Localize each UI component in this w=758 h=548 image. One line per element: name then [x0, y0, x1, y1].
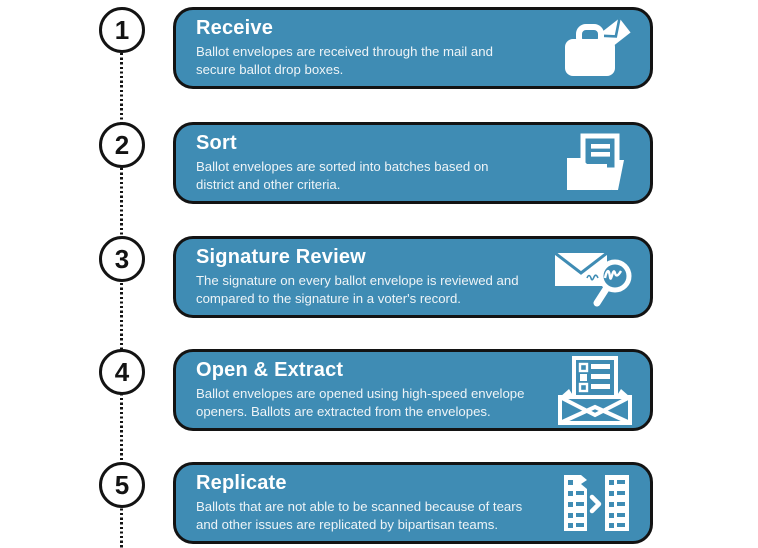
step-description: The signature on every ballot envelope i… — [196, 273, 519, 306]
step-description: Ballot envelopes are received through th… — [196, 44, 493, 77]
step-card-sort: Sort Ballot envelopes are sorted into ba… — [173, 122, 653, 204]
step-row-replicate: 5 Replicate Ballots that are not able to… — [99, 462, 653, 544]
duplicate-ballots-icon — [548, 472, 650, 534]
step-number: 2 — [114, 129, 130, 160]
open-envelope-ballot-icon — [548, 355, 650, 425]
step-row-signature-review: 3 Signature Review The signature on ever… — [99, 236, 653, 318]
step-description: Ballots that are not able to be scanned … — [196, 499, 523, 532]
step-number: 4 — [114, 356, 130, 387]
step-title: Signature Review — [196, 246, 366, 269]
step-row-open-extract: 4 Open & Extract Ballot envelopes are op… — [99, 349, 653, 431]
step-row-sort: 2 Sort Ballot envelopes are sorted into … — [99, 122, 653, 204]
folder-icon — [548, 132, 650, 194]
step-card-replicate: Replicate Ballots that are not able to b… — [173, 462, 653, 544]
mail-bag-icon — [548, 17, 650, 79]
step-number-badge: 5 — [99, 462, 145, 508]
signature-magnifier-icon — [548, 245, 650, 309]
step-number: 5 — [114, 469, 130, 500]
step-card-open-extract: Open & Extract Ballot envelopes are open… — [173, 349, 653, 431]
step-title: Sort — [196, 132, 237, 155]
step-number-badge: 2 — [99, 122, 145, 168]
timeline-dotted-line — [120, 30, 123, 548]
step-card-receive: Receive Ballot envelopes are received th… — [173, 7, 653, 89]
step-number-badge: 3 — [99, 236, 145, 282]
step-row-receive: 1 Receive Ballot envelopes are received … — [99, 7, 653, 89]
step-title: Open & Extract — [196, 359, 344, 382]
step-number-badge: 1 — [99, 7, 145, 53]
step-number: 3 — [114, 243, 130, 274]
step-number: 1 — [114, 14, 130, 45]
step-title: Receive — [196, 17, 274, 40]
step-title: Replicate — [196, 472, 287, 495]
step-number-badge: 4 — [99, 349, 145, 395]
step-card-signature-review: Signature Review The signature on every … — [173, 236, 653, 318]
step-description: Ballot envelopes are opened using high-s… — [196, 386, 525, 419]
step-description: Ballot envelopes are sorted into batches… — [196, 159, 489, 192]
